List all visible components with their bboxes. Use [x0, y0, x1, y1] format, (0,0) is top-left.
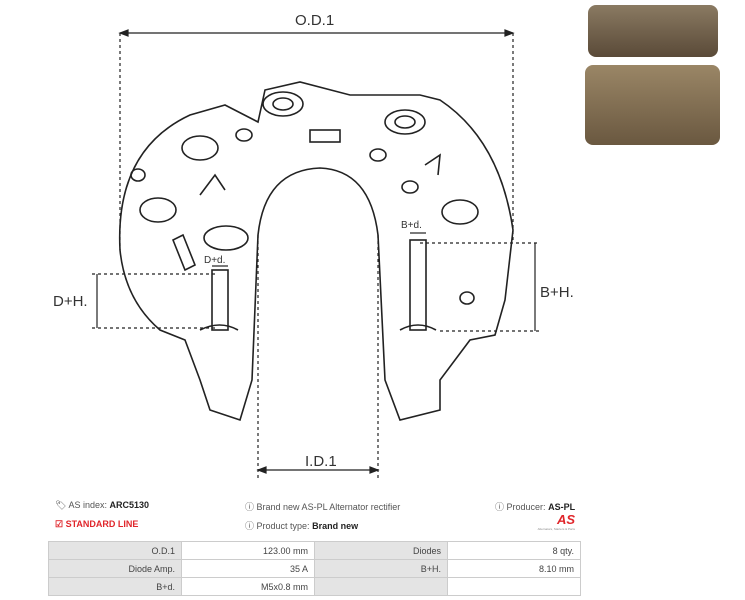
spec-label: B+H. — [314, 559, 448, 578]
rectifier-technical-drawing: O.D.1 I.D.1 D+H. B+H. D+d. B+d. — [53, 12, 574, 478]
spec-value: 8 qty. — [447, 541, 581, 560]
bd-label: B+d. — [401, 220, 422, 231]
tag-icon: 🏷 — [55, 500, 67, 510]
product-type: ⓘ Product type: Brand new — [245, 521, 359, 531]
od1-label: O.D.1 — [295, 12, 334, 29]
table-row: B+d.M5x0.8 mm — [48, 577, 581, 596]
id1-label: I.D.1 — [305, 453, 337, 470]
producer: ⓘ Producer: AS-PL — [495, 502, 576, 512]
rectifier-outline — [118, 81, 514, 422]
as-index: 🏷 AS index: ARC5130 — [55, 500, 150, 510]
as-logo: AS Alternators, Starters & Parts — [537, 512, 575, 531]
spec-label: Diodes — [314, 541, 448, 560]
spec-value: 123.00 mm — [181, 541, 315, 560]
spec-label — [314, 577, 448, 596]
spec-value — [447, 577, 581, 596]
spec-label: O.D.1 — [48, 541, 182, 560]
info-icon: ⓘ — [245, 521, 255, 531]
product-photo-bottom[interactable] — [585, 65, 720, 145]
spec-value: 8.10 mm — [447, 559, 581, 578]
dh-label: D+H. — [53, 293, 88, 310]
spec-value: M5x0.8 mm — [181, 577, 315, 596]
spec-label: Diode Amp. — [48, 559, 182, 578]
spec-value: 35 A — [181, 559, 315, 578]
spec-label: B+d. — [48, 577, 182, 596]
checkbox-icon: ☑ — [55, 519, 64, 529]
dd-label: D+d. — [204, 255, 225, 266]
description: ⓘ Brand new AS-PL Alternator rectifier — [245, 502, 401, 512]
standard-line: ☑ STANDARD LINE — [55, 519, 139, 529]
info-icon: ⓘ — [245, 502, 255, 512]
info-icon: ⓘ — [495, 502, 505, 512]
bh-label: B+H. — [540, 284, 574, 301]
product-photo-top[interactable] — [588, 5, 718, 57]
